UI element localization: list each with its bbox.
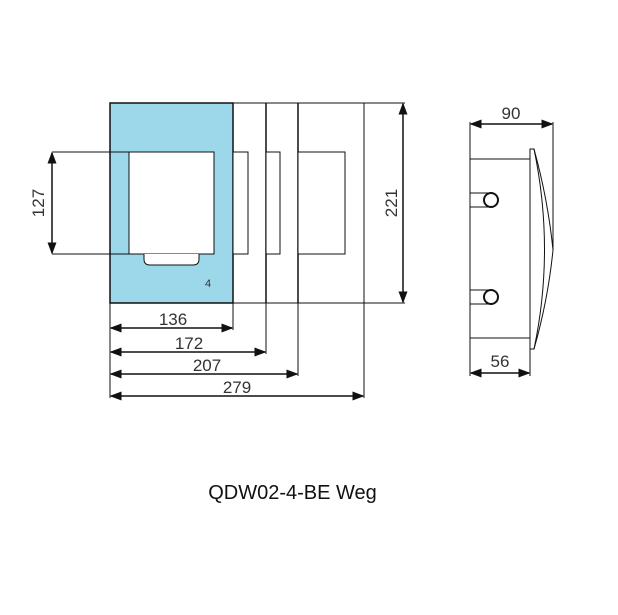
module-label: 4 <box>205 278 211 290</box>
window-136 <box>128 151 215 255</box>
front-view <box>47 102 408 401</box>
dim-label-90: 90 <box>502 104 521 123</box>
mount-hole-bottom <box>483 289 499 305</box>
mount-hole-top <box>483 192 499 208</box>
side-view <box>469 119 554 378</box>
dim-label-136: 136 <box>159 310 187 329</box>
side-body <box>469 158 531 339</box>
side-cover <box>529 148 554 350</box>
dim-label-127: 127 <box>29 189 48 217</box>
dim-label-56: 56 <box>491 352 510 371</box>
dim-label-221: 221 <box>382 189 401 217</box>
dim-label-279: 279 <box>223 378 251 397</box>
product-caption: QDW02-4-BE Weg <box>208 482 377 504</box>
window-207 <box>265 151 281 255</box>
window-279 <box>297 151 346 255</box>
dim-label-207: 207 <box>193 356 221 375</box>
window-172 <box>232 151 249 255</box>
dim-label-172: 172 <box>175 334 203 353</box>
window-tab <box>143 254 200 266</box>
